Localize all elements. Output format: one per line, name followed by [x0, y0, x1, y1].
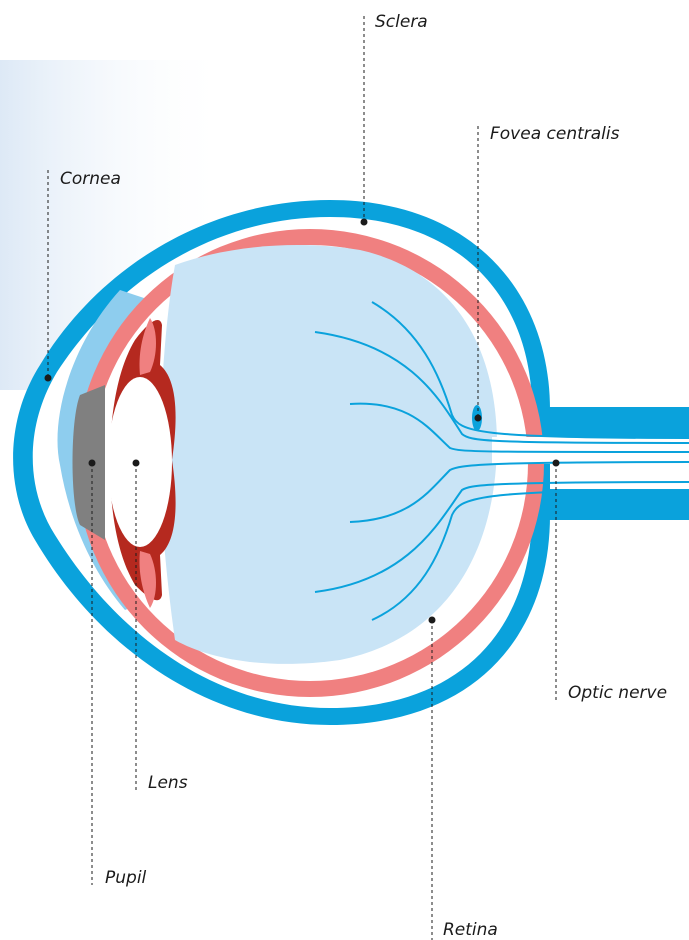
label-pupil: Pupil — [105, 868, 147, 888]
label-cornea: Cornea — [60, 169, 121, 189]
lens — [108, 377, 172, 547]
label-sclera: Sclera — [375, 12, 428, 32]
label-fovea-centralis: Fovea centralis — [490, 124, 620, 144]
label-lens: Lens — [148, 773, 188, 793]
label-retina: Retina — [443, 920, 498, 940]
label-optic-nerve: Optic nerve — [568, 683, 667, 703]
